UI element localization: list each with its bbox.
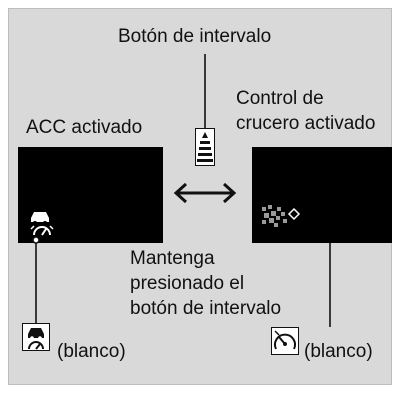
cruise-legend-icon — [271, 327, 299, 355]
interval-button-icon — [195, 128, 215, 166]
cruise-active-label-line2: crucero activado — [236, 113, 376, 134]
acc-indicator-icon — [30, 212, 54, 236]
acc-legend-icon — [22, 323, 50, 351]
acc-active-label: ACC activado — [26, 117, 143, 138]
double-arrow-icon — [173, 182, 237, 204]
cruise-legend-caption: (blanco) — [304, 341, 373, 362]
hold-instruction-line1: Mantenga — [130, 248, 215, 269]
acc-display-screen — [18, 147, 163, 243]
cruise-indicator-icon — [262, 205, 287, 227]
hold-instruction-line3: botón de intervalo — [130, 298, 282, 319]
interval-button-label: Botón de intervalo — [118, 26, 272, 47]
cruise-display-screen — [252, 147, 392, 243]
acc-legend-caption: (blanco) — [57, 341, 126, 362]
cruise-active-label-line1: Control de — [236, 88, 324, 109]
pointer-diamond — [287, 207, 301, 221]
hold-instruction-line2: presionado el — [130, 273, 245, 294]
pointer-dot-left — [32, 236, 40, 244]
